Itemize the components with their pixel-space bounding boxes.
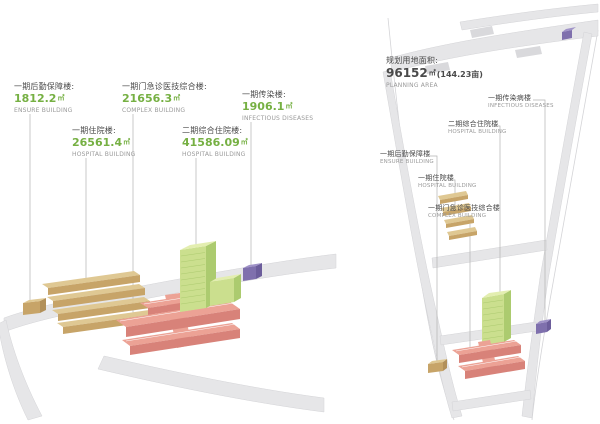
label-en: HOSPITAL BUILDING — [182, 150, 246, 158]
label-cn: 一期门急诊医技综合楼 — [428, 204, 500, 212]
label-area-value: 1906.1㎡ — [242, 100, 293, 114]
road-west-edge — [382, 69, 463, 419]
label-cn: 一期传染病楼 — [488, 94, 532, 102]
road-cross-3 — [451, 389, 532, 412]
label-en: ENSURE BUILDING — [14, 106, 73, 114]
right-site-view — [382, 3, 599, 421]
label-ensure-building-r: 一期后勤保障楼 ENSURE BUILDING — [380, 150, 434, 166]
label-hospital1-building: 一期住院楼: 26561.4㎡ HOSPITAL BUILDING — [72, 126, 136, 158]
unit-sqm: ㎡ — [123, 138, 131, 147]
label-en: INFECTIOUS DISEASES — [488, 103, 554, 110]
label-en: COMPLEX BUILDING — [428, 213, 487, 220]
road-left — [0, 319, 43, 421]
unit-sqm: ㎡ — [173, 94, 181, 103]
leader-ensure-r — [429, 155, 438, 364]
label-en: HOSPITAL BUILDING — [72, 150, 136, 158]
road-lower — [97, 355, 325, 413]
label-hospital2-building-r: 二期综合住院楼 HOSPITAL BUILDING — [448, 120, 507, 136]
label-area-value: 1812.2㎡ — [14, 92, 65, 106]
leader-hospital2-r — [493, 125, 501, 298]
leader-infectious-r — [533, 99, 546, 326]
hospital2-tower-r — [482, 290, 511, 346]
label-ensure-building: 一期后勤保障楼: 1812.2㎡ ENSURE BUILDING — [14, 82, 74, 114]
site-boundary-east — [531, 29, 599, 421]
label-en: COMPLEX BUILDING — [122, 106, 186, 114]
unit-sqm: ㎡ — [57, 94, 65, 103]
unit-sqm: ㎡ — [240, 138, 248, 147]
infectious-building — [243, 263, 262, 281]
label-hospital2-building: 二期综合住院楼: 41586.09㎡ HOSPITAL BUILDING — [182, 126, 248, 158]
label-en: HOSPITAL BUILDING — [418, 183, 477, 190]
area-in-mu: (144.23亩) — [436, 70, 483, 80]
label-cn: 一期门急诊医技综合楼: — [122, 82, 207, 91]
label-complex-building-r: 一期门急诊医技综合楼 COMPLEX BUILDING — [428, 204, 500, 220]
label-complex-building: 一期门急诊医技综合楼: 21656.3㎡ COMPLEX BUILDING — [122, 82, 207, 114]
label-en: INFECTIOUS DISEASES — [242, 114, 314, 122]
label-en: PLANNING AREA — [386, 81, 438, 89]
label-cn: 一期住院楼: — [72, 126, 116, 135]
label-cn: 规划用地面积: — [386, 56, 439, 65]
label-infectious-building: 一期传染楼: 1906.1㎡ INFECTIOUS DISEASES — [242, 90, 313, 122]
complex-building-r — [452, 340, 525, 379]
label-cn: 二期综合住院楼: — [182, 126, 243, 135]
label-cn: 一期后勤保障楼: — [14, 82, 75, 91]
road-cross-1 — [431, 239, 548, 269]
label-area-value: 26561.4㎡ — [72, 136, 131, 150]
label-area-value: 21656.3㎡ — [122, 92, 181, 106]
north-plan-blocks — [425, 26, 576, 74]
road-north-1 — [459, 3, 599, 31]
unit-sqm: ㎡ — [285, 102, 293, 111]
label-cn: 一期传染楼: — [242, 90, 286, 99]
ensure-building — [23, 298, 46, 315]
label-planning-area: 规划用地面积: 96152㎡(144.23亩) PLANNING AREA — [386, 56, 483, 90]
label-area-value: 41586.09㎡ — [182, 136, 248, 150]
label-area-value: 96152㎡(144.23亩) — [386, 66, 483, 81]
site-marker-purple — [562, 30, 572, 40]
hospital1-building-r — [438, 191, 477, 240]
label-cn: 一期后勤保障楼 — [380, 150, 431, 158]
label-en: HOSPITAL BUILDING — [448, 129, 507, 136]
label-infectious-building-r: 一期传染病楼 INFECTIOUS DISEASES — [488, 94, 554, 110]
road-north-2 — [389, 19, 599, 73]
left-axonometric-view — [0, 114, 337, 421]
label-cn: 二期综合住院楼 — [448, 120, 499, 128]
hospital2-tower — [180, 241, 241, 312]
right-leader-lines — [429, 99, 546, 364]
infectious-building-r — [536, 319, 551, 334]
road-east-edge — [521, 31, 593, 419]
label-en: ENSURE BUILDING — [380, 159, 434, 166]
unit-sqm: ㎡ — [428, 69, 436, 78]
ensure-building-r — [428, 359, 447, 373]
label-cn: 一期住院楼 — [418, 174, 454, 182]
label-hospital1-building-r: 一期住院楼 HOSPITAL BUILDING — [418, 174, 477, 190]
